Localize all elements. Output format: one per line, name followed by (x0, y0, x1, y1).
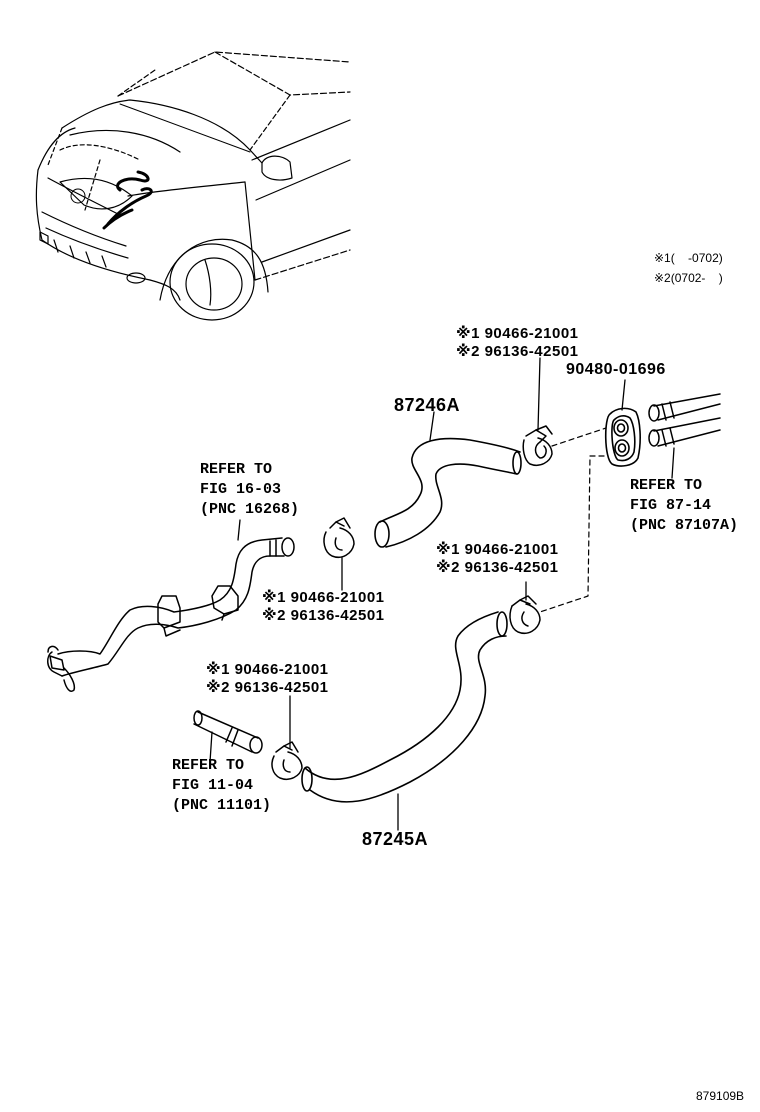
ref-heater-line-1: REFER TO (630, 477, 703, 494)
engine-pipe (47, 537, 295, 692)
clamp-bottom (271, 741, 303, 780)
clamp-top-label-1[interactable]: ※1 90466-21001 (456, 325, 579, 342)
clamp-bottom-label-1[interactable]: ※1 90466-21001 (206, 661, 329, 678)
ref-cylinder-line-2[interactable]: FIG 11-04 (172, 777, 254, 794)
hose-87245a (301, 611, 508, 803)
hose-upper-part-number[interactable]: 87246A (394, 395, 461, 415)
clamp-middle-left (323, 517, 355, 558)
dashed-assembly-lines (539, 427, 607, 613)
legend-note-1: ※1( -0702) (654, 251, 723, 265)
clamp-middle-right-label-1[interactable]: ※1 90466-21001 (436, 541, 559, 558)
ref-engine-line-1: REFER TO (200, 461, 273, 478)
clamp-upper-right (522, 425, 553, 466)
ref-engine-line-2[interactable]: FIG 16-03 (200, 481, 282, 498)
clamp-middle-right-label-2[interactable]: ※2 96136-42501 (436, 559, 559, 576)
clamp-middle-right (509, 595, 541, 634)
heater-pipes (648, 393, 721, 447)
ref-engine-line-3: (PNC 16268) (200, 501, 300, 518)
ref-heater-line-3: (PNC 87107A) (630, 517, 739, 534)
grommet-shape (604, 407, 641, 467)
clamp-top-label-2[interactable]: ※2 96136-42501 (456, 343, 579, 360)
vehicle-outline (35, 51, 351, 321)
clamp-middle-left-label-1[interactable]: ※1 90466-21001 (262, 589, 385, 606)
clamp-middle-left-label-2[interactable]: ※2 96136-42501 (262, 607, 385, 624)
grommet-part-number[interactable]: 90480-01696 (566, 361, 666, 378)
ref-cylinder-line-3: (PNC 11101) (172, 797, 272, 814)
hose-87246a (374, 437, 522, 548)
vehicle-hose-highlight (102, 170, 153, 230)
figure-code: 879109B (696, 1089, 745, 1103)
legend-note-2: ※2(0702- ) (654, 271, 723, 285)
ref-cylinder-line-1: REFER TO (172, 757, 245, 774)
hose-lower-part-number[interactable]: 87245A (362, 829, 429, 849)
leader-lines (209, 357, 675, 831)
ref-heater-line-2[interactable]: FIG 87-14 (630, 497, 712, 514)
clamp-bottom-label-2[interactable]: ※2 96136-42501 (206, 679, 329, 696)
cylinder-pipe (193, 710, 263, 754)
